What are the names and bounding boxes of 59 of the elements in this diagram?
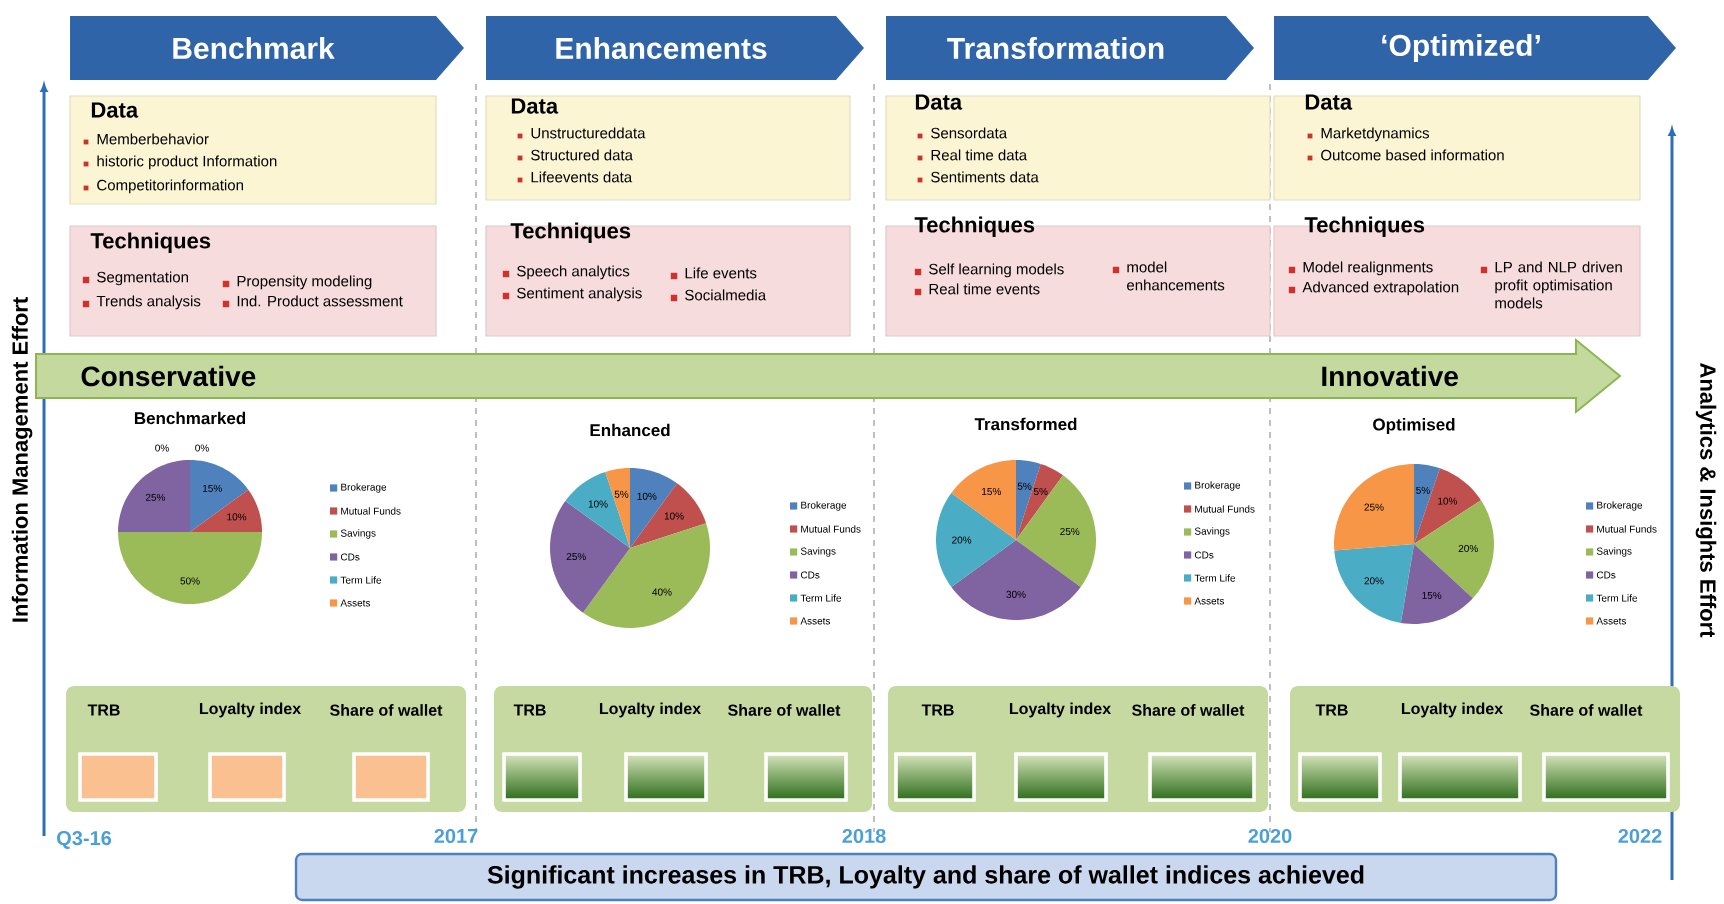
box-heading: Techniques — [510, 222, 631, 243]
progress-arrow — [35, 337, 1622, 415]
indicator-bar — [1542, 752, 1670, 802]
box-heading: Data — [1305, 94, 1353, 110]
indicator-bar — [208, 752, 286, 802]
metric-label: TRB — [921, 704, 954, 716]
metric-label: TRB — [87, 704, 120, 716]
chart-title: Enhanced — [590, 423, 670, 437]
techniques-box — [69, 225, 437, 337]
metric-label: Loyalty index — [1009, 702, 1111, 718]
indicator-bar — [624, 752, 708, 802]
stage-header: Benchmark — [70, 16, 464, 80]
metric-label: Loyalty index — [199, 702, 301, 718]
box-heading: Data — [91, 102, 139, 118]
indicator-bar — [764, 752, 848, 802]
indicator-bar — [894, 752, 976, 802]
metric-label: Loyalty index — [1401, 702, 1503, 718]
year-label: 2022 — [1618, 828, 1662, 844]
axis-title: Information Management Effort — [11, 297, 33, 622]
indicator-bar — [78, 752, 158, 802]
metric-label: Share of wallet — [1530, 704, 1643, 716]
axis-title: Analytics & Insights Effort — [1695, 363, 1717, 638]
year-label: 2017 — [434, 828, 478, 844]
indicator-bar — [352, 752, 430, 802]
indicator-bar — [1398, 752, 1522, 802]
data-box — [69, 95, 437, 205]
data-box — [885, 94, 1271, 201]
year-label: 2018 — [842, 828, 886, 844]
data-box — [485, 95, 851, 201]
arrow-label: Conservative — [81, 365, 256, 387]
year-label: Q3-16 — [57, 831, 112, 849]
chart-title: Transformed — [974, 417, 1077, 431]
stage-header: Enhancements — [486, 16, 864, 80]
techniques-box — [885, 216, 1271, 337]
box-heading: Techniques — [1304, 216, 1425, 237]
techniques-box — [485, 222, 851, 337]
box-heading: Techniques — [90, 232, 211, 253]
chart-title: Optimised — [1373, 418, 1455, 434]
chart-title: Benchmarked — [134, 411, 246, 425]
stage-header: Transformation — [886, 16, 1254, 80]
metric-label: Loyalty index — [599, 702, 701, 718]
stage-header: ‘Optimized’ — [1274, 16, 1676, 80]
metric-label: Share of wallet — [1132, 704, 1245, 716]
indicator-bar — [1148, 752, 1256, 802]
metric-label: TRB — [513, 704, 546, 716]
data-box — [1273, 94, 1641, 201]
indicator-bar — [502, 752, 582, 802]
metric-label: Share of wallet — [330, 704, 443, 716]
indicator-bar — [1298, 752, 1382, 802]
summary-banner: Significant increases in TRB, Loyalty and share of wallet indices achieved — [294, 852, 1558, 902]
arrow-label: Innovative — [1322, 365, 1458, 387]
metric-label: Share of wallet — [728, 704, 841, 716]
box-heading: Techniques — [914, 216, 1035, 237]
metric-label: TRB — [1315, 704, 1348, 716]
box-heading: Data — [915, 94, 963, 110]
box-heading: Data — [511, 98, 559, 114]
year-label: 2020 — [1248, 828, 1292, 844]
techniques-box — [1273, 216, 1641, 337]
indicator-bar — [1014, 752, 1108, 802]
